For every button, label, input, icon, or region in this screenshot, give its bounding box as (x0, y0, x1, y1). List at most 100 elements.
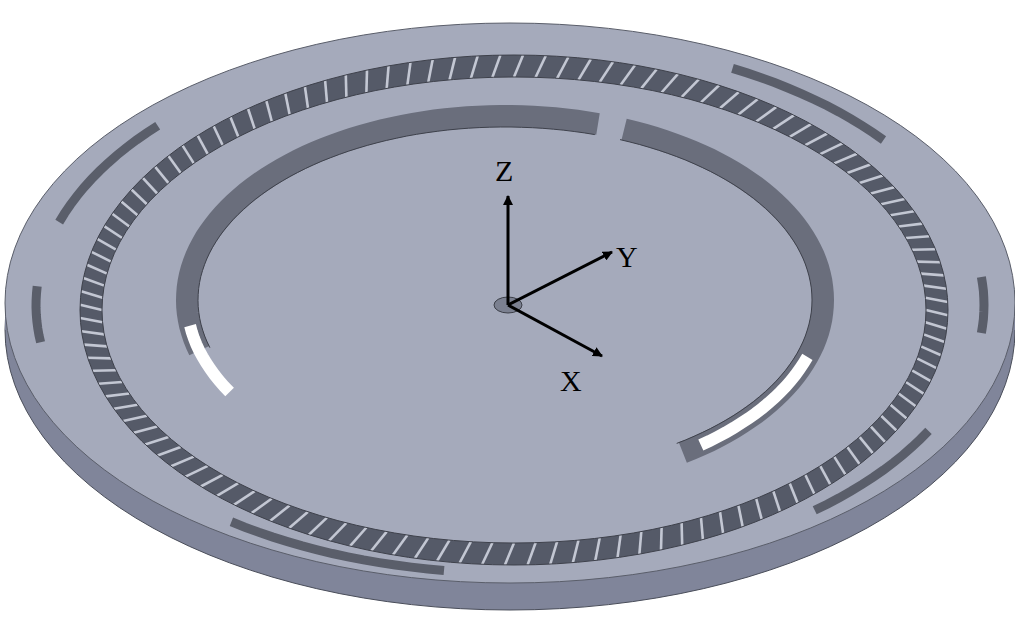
inner-slot (187, 116, 598, 351)
gear-tooth (83, 278, 104, 286)
slot-edge (620, 140, 812, 444)
axis-label: Z (495, 156, 513, 186)
gear-tooth (773, 491, 780, 511)
gear-tooth (428, 60, 432, 83)
gear-tooth (925, 298, 947, 302)
gear-tooth (860, 437, 874, 453)
gear-tooth (88, 356, 111, 359)
gear-tooth (171, 457, 194, 467)
gear-tooth (921, 274, 944, 276)
gear-tooth (471, 56, 478, 78)
gear-tooth (266, 101, 272, 122)
y-axis (508, 252, 612, 305)
gear-tooth (183, 145, 194, 163)
gear-tooth (906, 382, 924, 394)
gear-tooth (114, 405, 138, 409)
gear-tooth (248, 109, 255, 129)
gear-tooth (639, 532, 641, 555)
gear-tooth (121, 201, 137, 215)
outer-slots (36, 68, 984, 570)
slot-edge (198, 127, 595, 348)
gear-tooth (720, 512, 723, 534)
x-axis (508, 305, 602, 356)
gear-tooth (618, 535, 621, 558)
slot-opening (190, 326, 230, 392)
gear-tooth (921, 346, 941, 355)
gear-tooth (871, 427, 885, 443)
gear-tooth (790, 124, 811, 137)
gear-tooth (579, 59, 591, 80)
gear-tooth (917, 358, 937, 368)
gear-tooth (595, 538, 599, 561)
gear-tooth (912, 248, 936, 251)
axis-label: X (560, 366, 582, 396)
gear-tooth (365, 70, 368, 92)
gear-teeth (80, 55, 948, 565)
gear-tooth (201, 475, 223, 487)
gear-tooth (344, 75, 347, 97)
gear-tooth (834, 154, 857, 164)
gear-tooth (514, 55, 523, 77)
gear-tooth (890, 405, 906, 419)
inner-slot (624, 129, 823, 452)
gear-tooth (925, 322, 946, 329)
gear-tooth (834, 457, 845, 475)
gear-tooth (80, 305, 102, 310)
gear-tooth (621, 65, 636, 85)
gear-tooth (186, 466, 208, 477)
gear-tooth (738, 505, 742, 526)
gear-tooth (790, 483, 798, 503)
gear-tooth (230, 117, 238, 137)
gear-tooth (82, 331, 105, 334)
gear-tooth (84, 345, 107, 347)
gear-tooth (158, 447, 181, 456)
outer-slot (981, 277, 984, 333)
gear-tooth (112, 214, 129, 227)
gear-tooth (924, 286, 947, 289)
gear-tooth (97, 239, 116, 250)
gear-tooth (847, 165, 870, 174)
gear-tooth (93, 369, 117, 372)
gear-tooth (460, 542, 471, 563)
gear-tooth (890, 211, 914, 215)
inner-slots (187, 116, 823, 453)
gear-tooth (325, 80, 327, 102)
gear-tooth (906, 236, 930, 238)
gear-tooth (912, 370, 931, 381)
gear-tooth (92, 252, 112, 262)
gear-tooth (917, 260, 940, 263)
gear-tooth (134, 427, 158, 433)
gear-tooth (214, 126, 223, 145)
gear-tooth (505, 543, 514, 565)
gear-tooth (720, 92, 739, 108)
gear-tooth (305, 87, 308, 109)
gear-tooth (881, 416, 896, 431)
gear-tooth (701, 85, 719, 102)
gear-tooth (289, 512, 308, 528)
gear-tooth (492, 55, 500, 77)
gear-tooth (820, 466, 830, 485)
gear-tooth (680, 523, 683, 545)
gear-tooth (87, 265, 107, 274)
gear-tooth (407, 62, 410, 85)
gear-tooth (285, 93, 289, 114)
gear-tooth (393, 535, 408, 555)
axis-label: Y (616, 242, 638, 272)
gear-tooth (926, 310, 948, 315)
gear-tooth (309, 518, 327, 535)
gear-tooth (482, 543, 492, 565)
z-axis (507, 196, 510, 305)
gear-tooth (773, 115, 794, 129)
gear-tooth (738, 99, 758, 115)
gear-tooth (860, 176, 883, 184)
groove-outer-edge (80, 55, 948, 565)
gear-tooth (168, 156, 180, 173)
gear-tooth (881, 199, 905, 204)
gear-tooth (143, 178, 157, 194)
gear-tooth (437, 540, 449, 561)
gear-tooth (573, 540, 579, 563)
gear-tooth (81, 291, 102, 298)
gear-tooth (350, 528, 366, 547)
gear-tooth (329, 523, 346, 541)
